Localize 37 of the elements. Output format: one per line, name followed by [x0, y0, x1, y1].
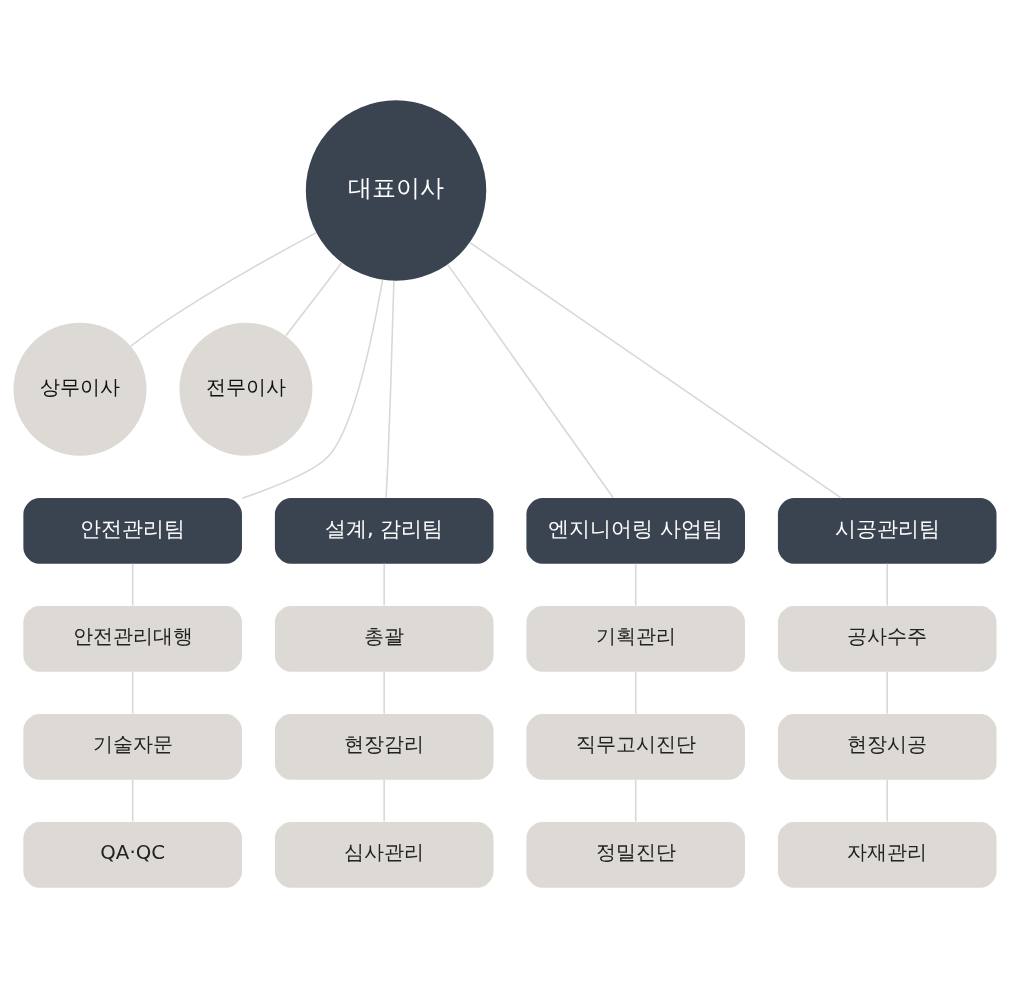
node-box: 기획관리 — [526, 605, 745, 672]
connector — [131, 778, 134, 822]
node-box: 안전관리대행 — [23, 605, 242, 672]
node-box: 시공관리팀 — [777, 497, 997, 564]
node-box: 기술자문 — [23, 713, 242, 780]
connector — [131, 670, 134, 714]
node-box: 현장시공 — [777, 713, 997, 780]
connector — [886, 670, 888, 714]
connector — [383, 562, 385, 606]
node-box: 자재관리 — [777, 821, 997, 888]
node-box: 공사수주 — [777, 605, 997, 672]
connector — [385, 279, 395, 498]
connector — [285, 261, 343, 337]
node-box: 엔지니어링 사업팀 — [526, 497, 745, 564]
connector — [469, 241, 842, 499]
connector — [446, 263, 614, 498]
node-circle: 전무이사 — [179, 322, 313, 456]
connector — [634, 562, 637, 606]
connector — [886, 562, 888, 606]
node-box: 현장감리 — [274, 713, 494, 780]
node-circle: 상무이사 — [13, 322, 147, 456]
connector — [383, 778, 385, 822]
node-box: 심사관리 — [274, 821, 494, 888]
connector — [241, 278, 384, 499]
connector — [634, 778, 637, 822]
node-box: 총괄 — [274, 605, 494, 672]
node-circle: 대표이사 — [305, 99, 487, 281]
node-box: QA·QC — [23, 821, 242, 888]
connector — [634, 670, 637, 714]
connector — [131, 562, 134, 606]
connector — [383, 670, 385, 714]
connector — [130, 231, 317, 347]
node-box: 정밀진단 — [526, 821, 745, 888]
connector — [886, 778, 888, 822]
node-box: 안전관리팀 — [23, 497, 242, 564]
node-box: 직무고시진단 — [526, 713, 745, 780]
node-box: 설계, 감리팀 — [274, 497, 494, 564]
